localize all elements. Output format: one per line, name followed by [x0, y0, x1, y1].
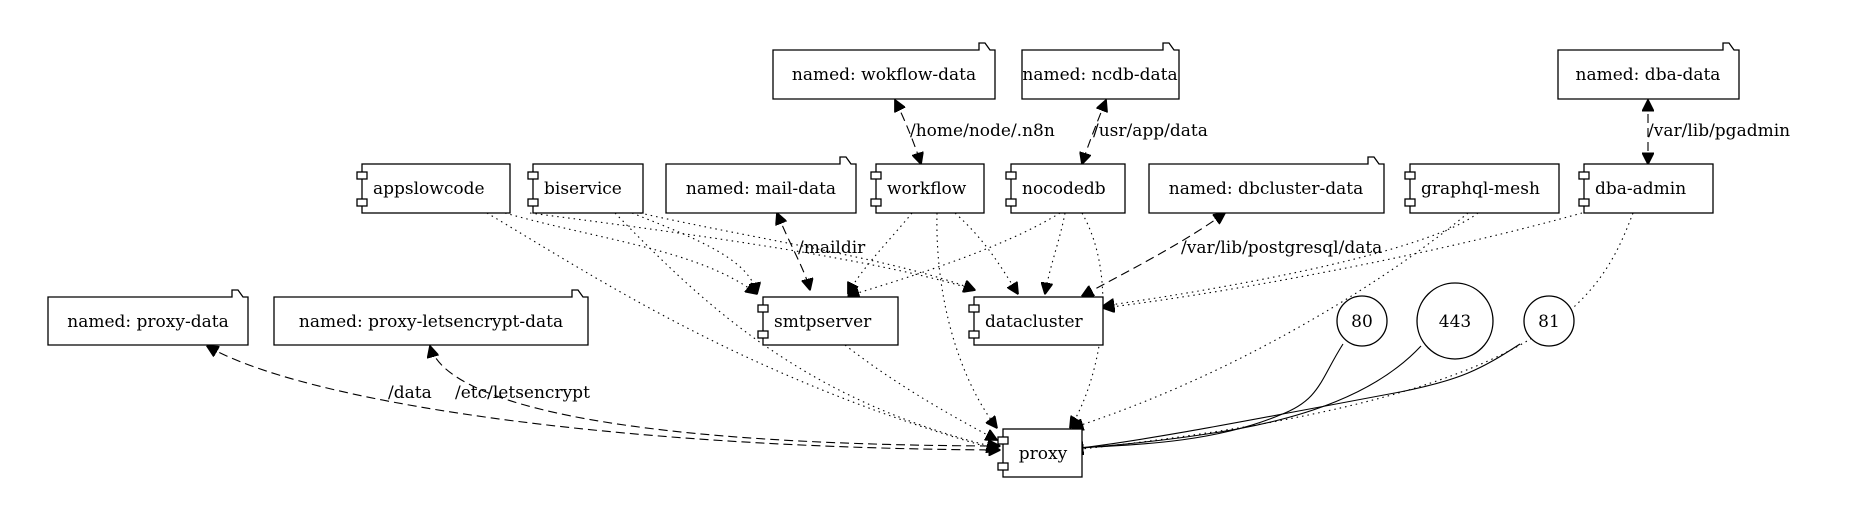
component-label: workflow — [887, 179, 967, 199]
component-label: smtpserver — [774, 312, 872, 332]
port-label: 80 — [1351, 312, 1373, 332]
volume-dba-data: named: dba-data — [1557, 42, 1740, 100]
volume-ncdb-data: named: ncdb-data — [1021, 42, 1180, 100]
dependency-edge — [1103, 212, 1479, 306]
component-label: dba-admin — [1595, 179, 1686, 199]
mount-label: /var/lib/postgresql/data — [1181, 238, 1382, 258]
dependency-edge — [844, 344, 997, 440]
mount-edge-proxy-volume — [207, 346, 1000, 450]
mount-label: /usr/app/data — [1093, 121, 1208, 141]
dependency-edge — [529, 212, 975, 290]
volume-dbcluster-data: named: dbcluster-data — [1148, 156, 1385, 214]
component-smtpserver: smtpserver — [757, 296, 899, 346]
mount-label: /data — [388, 383, 432, 403]
port-edge-81 — [1072, 343, 1521, 449]
dependency-edge — [954, 212, 1018, 294]
volume-label: named: wokflow-data — [792, 65, 976, 85]
port-80: 80 — [1336, 295, 1388, 347]
mount-label: /maildir — [798, 238, 866, 258]
mount-label: /home/node/.n8n — [910, 121, 1055, 141]
volume-proxy-data: named: proxy-data — [47, 289, 249, 346]
component-label: biservice — [544, 179, 622, 199]
dependency-edge — [504, 212, 757, 294]
component-proxy: proxy — [997, 428, 1083, 478]
mount-label: /etc/letsencrypt — [455, 383, 590, 403]
component-biservice: biservice — [527, 163, 644, 214]
dependency-edge — [1045, 212, 1066, 294]
volume-workflow-data: named: wokflow-data — [772, 42, 996, 100]
dependency-edge — [848, 212, 1061, 296]
dependency-edge — [936, 212, 997, 428]
component-appslowcode: appslowcode — [356, 163, 511, 214]
component-label: proxy — [1019, 444, 1068, 464]
component-dba-admin: dba-admin — [1578, 163, 1714, 214]
volume-label: named: dba-data — [1576, 65, 1721, 85]
port-edge-80 — [1072, 343, 1344, 448]
volume-proxy-letsencrypt-data: named: proxy-letsencrypt-data — [273, 289, 589, 346]
volume-label: named: ncdb-data — [1022, 65, 1177, 85]
port-label: 81 — [1538, 312, 1560, 332]
mount-label: /var/lib/pgadmin — [1648, 121, 1790, 141]
dependency-edge — [639, 212, 975, 290]
components: appslowcode biservice workflow nocodedb … — [356, 163, 1714, 478]
mount-edge-letsencrypt-volume — [430, 346, 1000, 446]
volume-label: named: proxy-letsencrypt-data — [299, 312, 563, 332]
dependency-edge — [486, 212, 998, 450]
component-datacluster: datacluster — [968, 296, 1104, 346]
edges — [207, 100, 1648, 450]
dependency-edge — [848, 212, 913, 294]
component-graphql-mesh: graphql-mesh — [1404, 163, 1560, 214]
port-443: 443 — [1416, 282, 1494, 360]
component-workflow: workflow — [870, 163, 985, 214]
port-81: 81 — [1523, 295, 1575, 347]
mount-edge-nocodedb-volume — [1082, 100, 1106, 164]
mount-edge-mail-volume — [777, 213, 810, 290]
volume-label: named: proxy-data — [67, 312, 228, 332]
component-label: graphql-mesh — [1421, 179, 1540, 199]
component-label: nocodedb — [1022, 179, 1106, 199]
mount-labels: /home/node/.n8n /usr/app/data /var/lib/p… — [388, 121, 1790, 403]
ports: 80 443 81 — [1336, 282, 1575, 360]
port-label: 443 — [1439, 312, 1471, 332]
dependency-edge — [1070, 212, 1104, 428]
dependency-edge — [614, 212, 998, 448]
port-edge-443 — [1072, 345, 1422, 449]
mount-edge-workflow-volume — [895, 100, 921, 164]
volume-mail-data: named: mail-data — [665, 156, 857, 214]
mount-edge-dbcluster-volume — [1082, 213, 1225, 296]
volumes: named: wokflow-data named: ncdb-data nam… — [47, 42, 1740, 346]
volume-label: named: dbcluster-data — [1169, 179, 1363, 199]
component-label: datacluster — [985, 312, 1084, 332]
volume-label: named: mail-data — [686, 179, 836, 199]
component-label: appslowcode — [373, 179, 485, 199]
component-nocodedb: nocodedb — [1005, 163, 1126, 214]
dependency-edge — [1103, 212, 1583, 308]
